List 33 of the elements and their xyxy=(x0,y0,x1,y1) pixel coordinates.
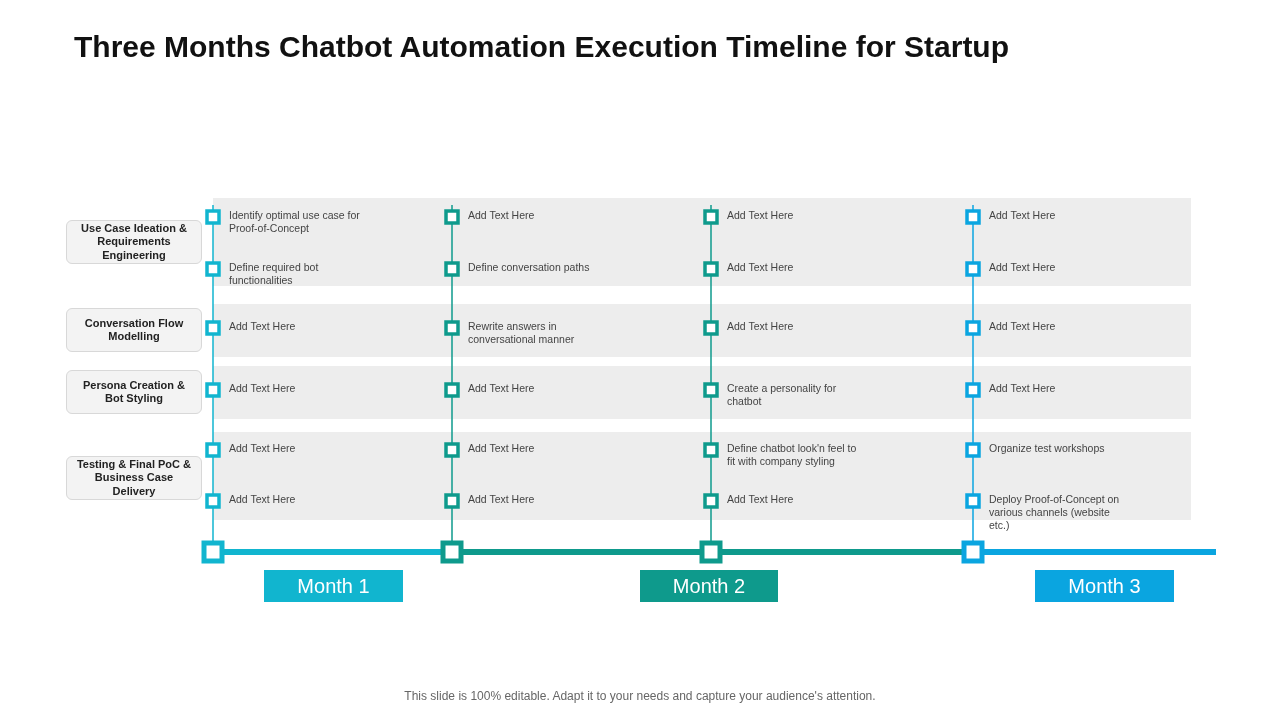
task-text: Organize test workshops xyxy=(989,442,1106,456)
category-label: Testing & Final PoC & Business Case Delivery xyxy=(66,456,202,500)
task-text: Define chatbot look'n feel to fit with company styling xyxy=(727,442,858,469)
task-text: Add Text Here xyxy=(229,320,297,334)
task-text: Add Text Here xyxy=(468,493,536,507)
task-text: Add Text Here xyxy=(229,382,297,396)
task-text: Add Text Here xyxy=(989,209,1057,223)
task-text: Add Text Here xyxy=(727,320,795,334)
task-text: Add Text Here xyxy=(229,493,297,507)
category-label: Use Case Ideation & Requirements Engineering xyxy=(66,220,202,264)
task-text: Add Text Here xyxy=(468,382,536,396)
footer-note: This slide is 100% editable. Adapt it to your needs and capture your audience's attention. xyxy=(403,689,877,703)
task-text: Define conversation paths xyxy=(468,261,591,275)
task-text: Identify optimal use case for Proof-of-Concept xyxy=(229,209,361,236)
task-text: Add Text Here xyxy=(727,209,795,223)
task-text: Add Text Here xyxy=(727,493,795,507)
month-label: Month 3 xyxy=(1035,570,1174,602)
task-text: Add Text Here xyxy=(229,442,297,456)
task-text: Define required bot functionalities xyxy=(229,261,320,288)
category-label: Persona Creation & Bot Styling xyxy=(66,370,202,414)
month-label: Month 1 xyxy=(264,570,403,602)
task-text: Add Text Here xyxy=(989,382,1057,396)
task-text: Add Text Here xyxy=(468,209,536,223)
category-label: Conversation Flow Modelling xyxy=(66,308,202,352)
slide-title: Three Months Chatbot Automation Execution Timeline for Startup xyxy=(74,30,1010,64)
task-text: Create a personality for chatbot xyxy=(727,382,838,409)
task-text: Add Text Here xyxy=(989,320,1057,334)
task-text: Add Text Here xyxy=(468,442,536,456)
month-label: Month 2 xyxy=(640,570,778,602)
task-text: Add Text Here xyxy=(989,261,1057,275)
task-text: Add Text Here xyxy=(727,261,795,275)
task-text: Rewrite answers in conversational manner xyxy=(468,320,576,347)
task-text: Deploy Proof-of-Concept on various channels (website etc.) xyxy=(989,493,1121,533)
